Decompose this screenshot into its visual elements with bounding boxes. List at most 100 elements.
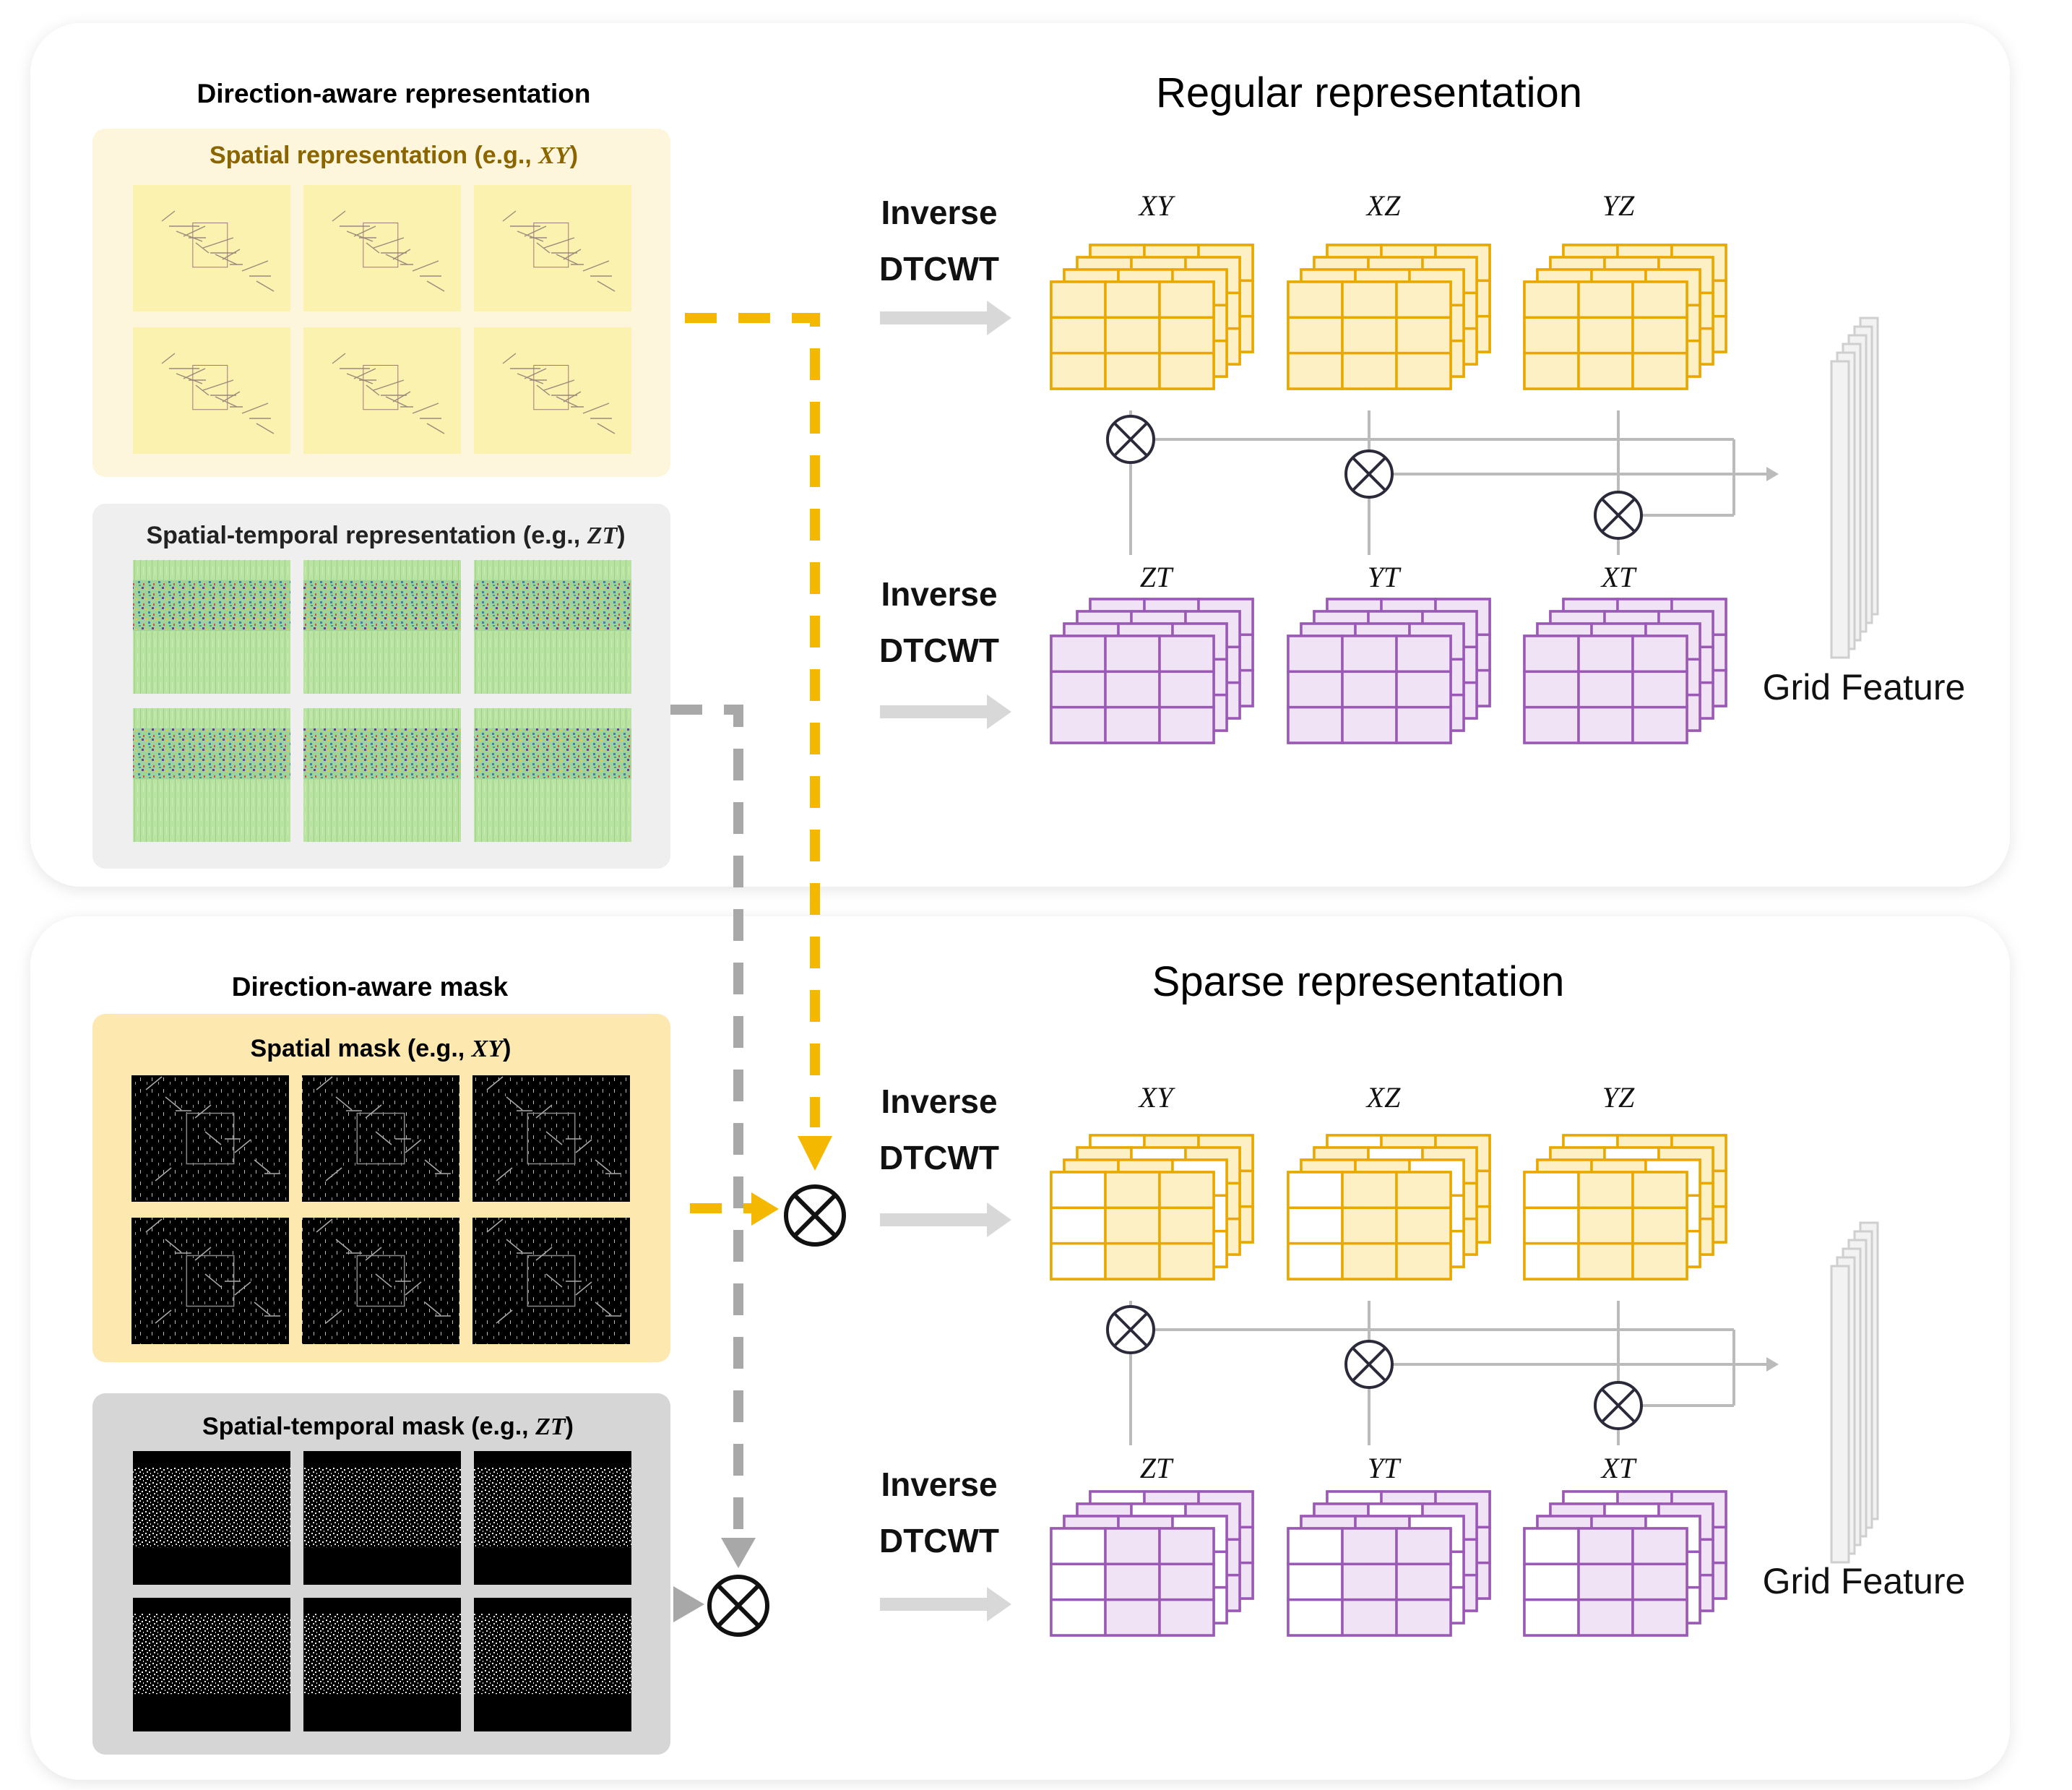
multiply-mask-spatial-temporal	[707, 1575, 769, 1637]
spatial-temporal-mask-thumbnails	[133, 1451, 631, 1731]
arrow-head	[987, 1587, 1011, 1622]
sparse-spatial-plane-YZ	[1523, 1134, 1727, 1281]
spatial-temporal-representation-label: Spatial-temporal representation (e.g., Z…	[146, 522, 625, 549]
spatial-mask-thumb	[131, 1075, 289, 1202]
grid-feature-label-top: Grid Feature	[1763, 667, 1966, 707]
plane-label: XZ	[1365, 189, 1401, 222]
grid-feature-stacks	[1830, 317, 1879, 1564]
arrow-shaft	[880, 311, 988, 324]
dtcwt-label: DTCWT	[879, 1522, 999, 1559]
spatial-temporal-representation-thumb	[303, 708, 461, 842]
spatial-mask-label: Spatial mask (e.g., XY)	[251, 1035, 511, 1062]
spatial-temporal-representation-thumb	[303, 560, 461, 694]
multiply-node	[1344, 1340, 1394, 1389]
inverse-label: Inverse	[881, 1083, 997, 1120]
spatial-representation-thumb	[303, 327, 461, 454]
dtcwt-label: DTCWT	[879, 250, 999, 288]
bottom-right-title: Sparse representation	[1152, 958, 1565, 1005]
inverse-label: Inverse	[881, 1466, 997, 1503]
regular-spatial-plane-XZ	[1287, 244, 1491, 390]
plane-layer	[1287, 280, 1452, 390]
spatial-representation-thumb	[474, 327, 631, 454]
plane-layer	[1523, 1527, 1688, 1637]
spatial-temporal-mask-thumb	[474, 1451, 631, 1585]
plane-layer	[1523, 634, 1688, 744]
spatial-temporal-mask-thumb	[303, 1598, 461, 1731]
spatial-temporal-mask-thumb	[474, 1598, 631, 1731]
multiply-node	[1594, 1381, 1643, 1430]
plane-label: XY	[1138, 1081, 1175, 1114]
spatial-temporal-mask-thumb	[133, 1451, 290, 1585]
bottom-left-title: Direction-aware mask	[232, 972, 509, 1002]
inverse-label: Inverse	[881, 575, 997, 613]
feature-planes	[1050, 244, 1727, 1637]
spatial-representation-thumb	[133, 327, 290, 454]
dtcwt-label: DTCWT	[879, 1139, 999, 1176]
regular-temporal-plane-YT	[1287, 598, 1491, 744]
plane-label: XY	[1138, 189, 1175, 222]
spatial-mask-thumb	[131, 1218, 289, 1344]
arrow-shaft	[880, 1598, 988, 1611]
plane-label: XZ	[1365, 1081, 1401, 1114]
plane-label: YT	[1368, 1452, 1402, 1484]
plane-label: YZ	[1602, 189, 1635, 222]
gray-dashed-connector	[670, 705, 743, 1532]
spatial-representation-thumbnails	[133, 185, 631, 454]
spatial-representation-thumb	[303, 185, 461, 311]
plane-layer	[1050, 280, 1215, 390]
plane-layer	[1287, 1527, 1452, 1637]
top-left-title: Direction-aware representation	[197, 79, 591, 108]
grid-feature-label-bottom: Grid Feature	[1763, 1561, 1966, 1601]
sparse-spatial-plane-XZ	[1287, 1134, 1491, 1281]
spatial-temporal-representation-thumb	[474, 560, 631, 694]
fusion-block	[1106, 1301, 1779, 1445]
plane-layer	[1523, 1171, 1688, 1281]
yellow-dashed-connector	[685, 313, 820, 1213]
spatial-mask-thumb	[472, 1075, 630, 1202]
yellow-arrowhead-right	[751, 1192, 779, 1226]
regular-spatial-plane-YZ	[1523, 244, 1727, 390]
plane-layer	[1287, 1171, 1452, 1281]
spatial-representation-thumb	[133, 185, 290, 311]
gray-arrowhead-right	[673, 1586, 704, 1622]
spatial-temporal-representation-thumb	[474, 708, 631, 842]
plane-layer	[1287, 634, 1452, 744]
plane-label: YT	[1368, 561, 1402, 593]
top-right-title: Regular representation	[1156, 69, 1582, 116]
spatial-temporal-representation-thumb	[133, 560, 290, 694]
spatial-representation-label: Spatial representation (e.g., XY)	[210, 142, 578, 169]
spatial-temporal-mask-label: Spatial-temporal mask (e.g., ZT)	[202, 1413, 574, 1440]
grid-feature-stack-top	[1830, 317, 1879, 659]
plane-layer	[1050, 1171, 1215, 1281]
sparse-temporal-plane-ZT	[1050, 1490, 1254, 1637]
grid-feature-stack-bottom	[1830, 1221, 1879, 1564]
plane-label: XT	[1600, 1452, 1637, 1484]
arrow-shaft	[880, 705, 988, 718]
spatial-mask-thumb	[472, 1218, 630, 1344]
regular-temporal-plane-XT	[1523, 598, 1727, 744]
spatial-temporal-representation-thumb	[133, 708, 290, 842]
arrow-shaft	[880, 1213, 988, 1226]
sparse-temporal-plane-YT	[1287, 1490, 1491, 1637]
plane-label: ZT	[1140, 561, 1174, 593]
spatial-temporal-representation-thumbnails	[133, 560, 631, 842]
plane-label: XT	[1600, 561, 1637, 593]
spatial-representation-thumb	[474, 185, 631, 311]
plane-layer	[1523, 280, 1688, 390]
multiply-node	[1106, 415, 1155, 464]
multiply-node	[1344, 449, 1394, 499]
regular-temporal-plane-ZT	[1050, 598, 1254, 744]
arrow-head	[987, 694, 1011, 729]
spatial-mask-thumb	[302, 1218, 459, 1344]
inverse-label: Inverse	[881, 194, 997, 231]
plane-layer	[1050, 1527, 1215, 1637]
multiply-node	[1106, 1305, 1155, 1354]
spatial-mask-thumbnails	[131, 1075, 630, 1344]
fusion-block	[1106, 410, 1779, 555]
